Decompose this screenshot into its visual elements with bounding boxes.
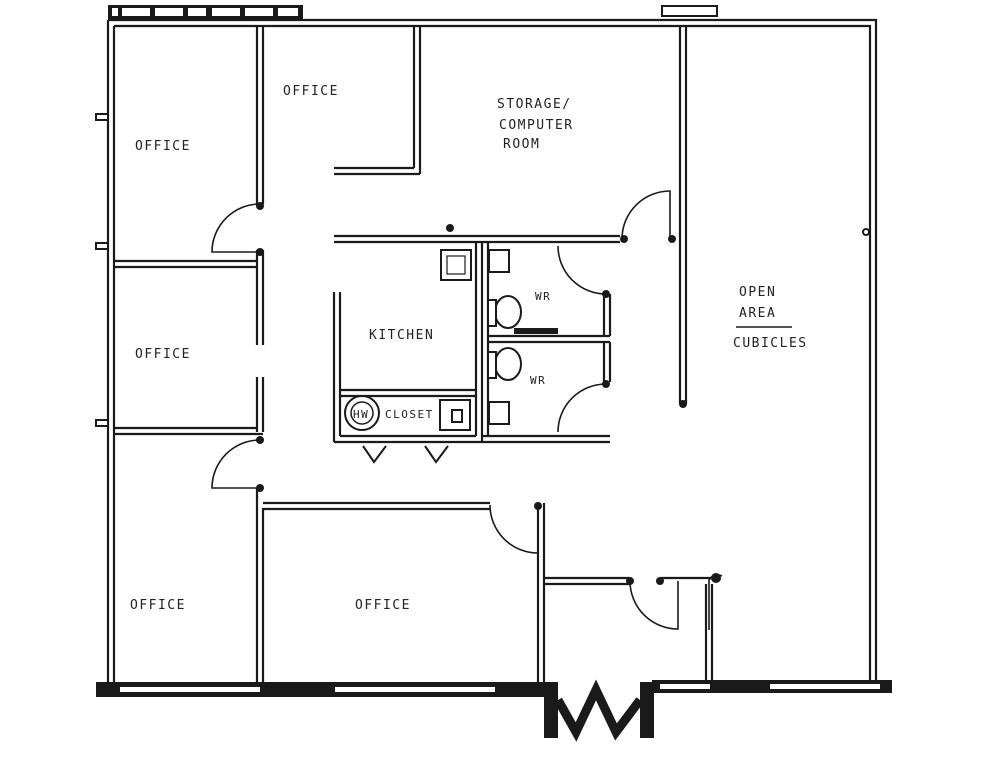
room-label-open-area-line2: AREA xyxy=(739,306,776,321)
room-label-office-nw-left: OFFICE xyxy=(135,139,191,154)
exterior-walls xyxy=(95,18,878,682)
room-label-open-area-line3: CUBICLES xyxy=(733,336,808,351)
room-label-open-area-line1: OPEN xyxy=(739,285,776,300)
door-swings xyxy=(211,190,723,630)
fixtures xyxy=(344,249,558,464)
room-label-storage-line2: COMPUTER xyxy=(499,118,574,133)
room-label-office-nw-top: OFFICE xyxy=(283,84,339,99)
room-label-office-sw: OFFICE xyxy=(130,598,186,613)
room-label-storage-line1: STORAGE/ xyxy=(497,97,572,112)
bottom-wall xyxy=(96,679,892,742)
room-label-wr-lower: WR xyxy=(530,374,546,387)
room-label-closet: CLOSET xyxy=(385,408,434,421)
water-heater-label: HW xyxy=(353,408,369,421)
water-heater-icon xyxy=(344,395,380,431)
room-label-wr-upper: WR xyxy=(535,290,551,303)
room-label-office-w-mid: OFFICE xyxy=(135,347,191,362)
room-label-office-s: OFFICE xyxy=(355,598,411,613)
room-labels: OFFICE OFFICE STORAGE/ COMPUTER ROOM OFF… xyxy=(130,84,808,613)
room-label-kitchen: KITCHEN xyxy=(369,328,434,343)
interior-walls xyxy=(114,26,714,682)
room-label-storage-line3: ROOM xyxy=(503,137,540,152)
top-window xyxy=(108,5,718,19)
